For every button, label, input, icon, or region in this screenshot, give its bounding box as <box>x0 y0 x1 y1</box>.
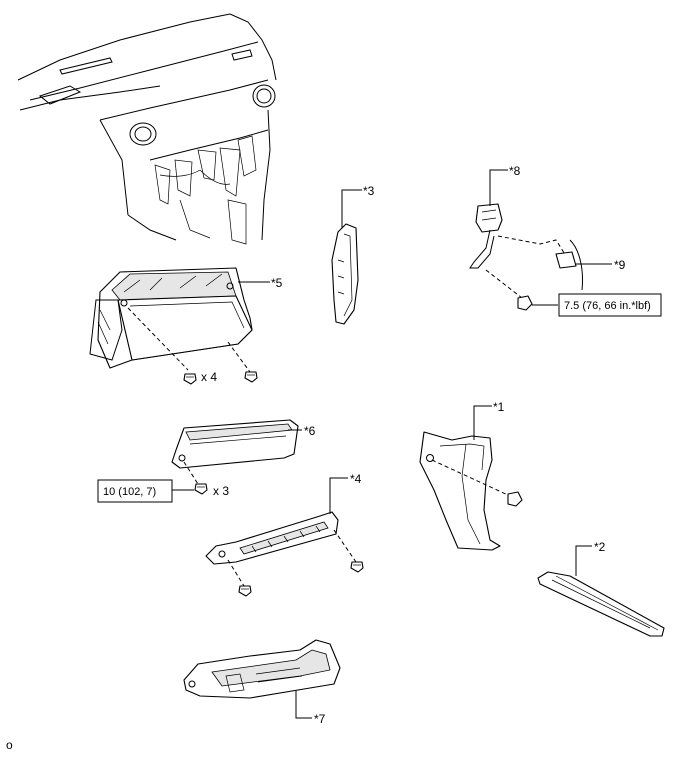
torque-box-nut <box>558 293 662 317</box>
screw-icon <box>244 371 258 383</box>
callout-9: *9 <box>614 258 626 272</box>
leader-line <box>341 189 362 228</box>
screw-guide-line <box>127 307 189 371</box>
glove-box-part <box>89 267 253 369</box>
nut-icon <box>517 295 533 311</box>
screw-guide-line <box>227 341 251 373</box>
scuff-plate-part <box>537 571 665 637</box>
screw-guide-line <box>333 529 357 563</box>
callout-4: *4 <box>350 472 362 486</box>
screw-icon <box>350 561 364 573</box>
leader-line <box>329 477 348 514</box>
floor-tray-part <box>183 639 341 699</box>
qty-label-panel: x 3 <box>213 484 229 498</box>
callout-5: *5 <box>271 276 283 290</box>
lower-bracket-part <box>205 511 339 565</box>
clip-part <box>555 239 583 291</box>
torque-spec-nut: 7.5 (76, 66 in.*lbf) <box>564 300 651 312</box>
side-panel-part <box>419 431 501 551</box>
module-bracket-part <box>469 203 503 269</box>
screw-guide-line <box>183 461 199 485</box>
upper-panel-part <box>171 419 299 469</box>
callout-2: *2 <box>594 540 606 554</box>
callout-7: *7 <box>314 712 326 726</box>
leader-line <box>295 690 312 719</box>
screw-icon <box>194 483 208 495</box>
callout-3: *3 <box>363 184 375 198</box>
leader-line <box>489 169 508 206</box>
dashboard-illustration <box>17 13 277 245</box>
callout-1: *1 <box>493 400 505 414</box>
side-trim-part <box>331 223 359 325</box>
screw-icon <box>183 373 197 385</box>
qty-label-glovebox: x 4 <box>201 370 217 384</box>
callout-8: *8 <box>509 164 521 178</box>
torque-box-screws <box>97 479 173 503</box>
leader-line <box>473 405 492 440</box>
callout-6: *6 <box>304 424 316 438</box>
screw-guide-line <box>227 559 245 587</box>
torque-spec-screws: 10 (102, 7) <box>103 486 156 498</box>
nut-guide-line <box>431 459 511 497</box>
nut-icon <box>507 491 523 507</box>
screw-icon <box>238 585 252 597</box>
connector-guide-line <box>497 235 567 257</box>
corner-mark: o <box>6 738 13 752</box>
leader-line <box>575 545 592 576</box>
nut-guide-line <box>485 269 523 299</box>
